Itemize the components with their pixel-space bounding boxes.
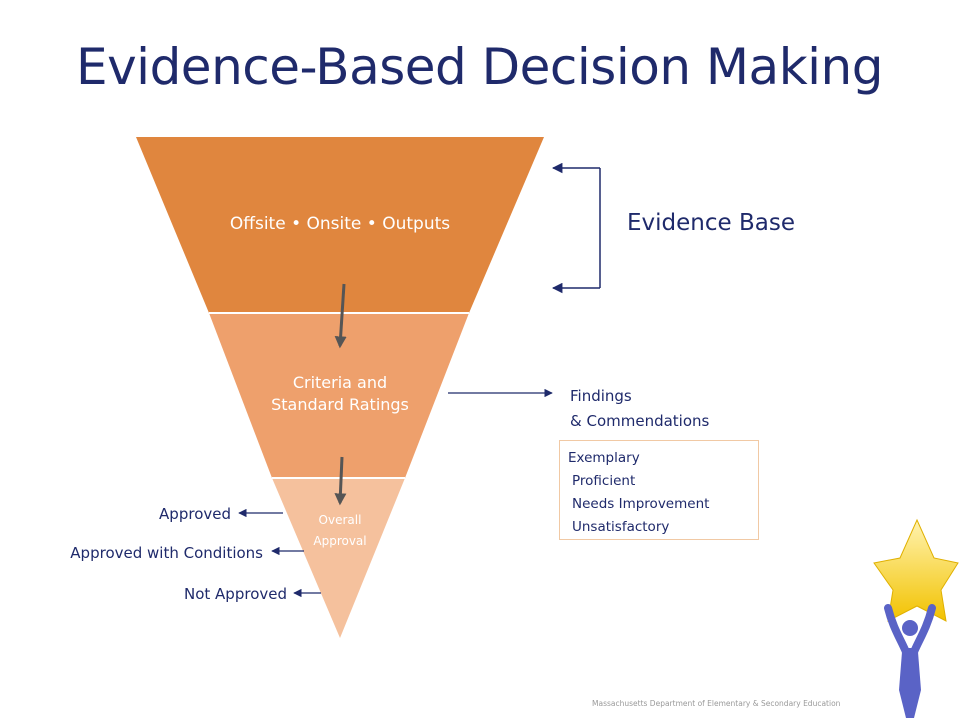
rating-unsatisfactory: Unsatisfactory: [572, 519, 670, 535]
outcome-approved-with-conditions: Approved with Conditions: [70, 544, 263, 562]
down-arrow-1: [334, 283, 347, 349]
funnel-tier-2-label: Criteria and Standard Ratings: [271, 373, 409, 414]
ratings-box: Exemplary Proficient Needs Improvement U…: [559, 440, 759, 540]
findings-label: Findings & Commendations: [570, 387, 710, 430]
funnel-tier-2: [209, 313, 469, 478]
outcome-approved: Approved: [159, 505, 231, 523]
outcome-not-approved: Not Approved: [184, 585, 287, 603]
down-arrow-2: [334, 456, 347, 506]
funnel-tier-1: [136, 137, 544, 313]
rating-needs-improvement: Needs Improvement: [572, 496, 710, 512]
rating-exemplary: Exemplary: [568, 450, 640, 466]
evidence-base-bracket: [551, 162, 601, 294]
star-person-logo-icon: [873, 518, 959, 718]
funnel-tier-3-label: Overall Approval: [313, 513, 367, 548]
funnel-tier-1-label: Offsite • Onsite • Outputs: [229, 214, 451, 234]
footer-text: Massachusetts Department of Elementary &…: [592, 699, 841, 708]
funnel-tier-3: [272, 478, 405, 638]
evidence-base-label: Evidence Base: [627, 210, 795, 236]
rating-proficient: Proficient: [572, 473, 636, 489]
page-title: Evidence-Based Decision Making: [76, 38, 883, 96]
